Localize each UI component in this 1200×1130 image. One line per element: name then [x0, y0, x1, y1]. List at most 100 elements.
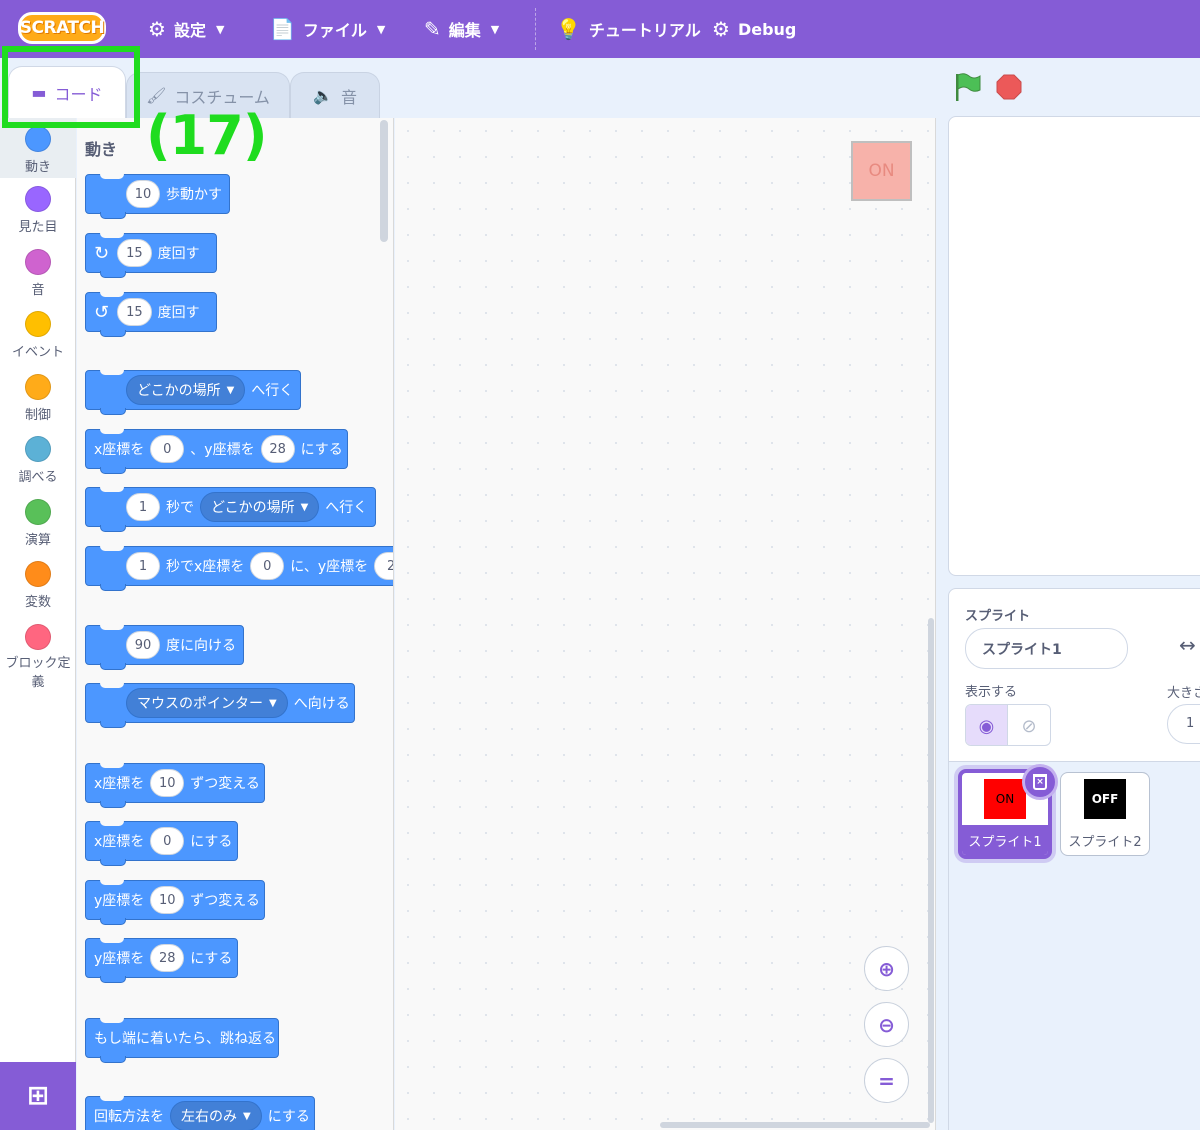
caret-down-icon: ▼ — [269, 697, 277, 709]
block-input[interactable]: 15 — [117, 239, 152, 267]
block-text: 秒でx座標を — [166, 559, 245, 575]
category-variables[interactable]: 変数 — [0, 561, 76, 610]
category-events[interactable]: イベント — [0, 311, 76, 360]
script-area-horizontal-scrollbar[interactable] — [660, 1122, 930, 1128]
block-glide-xy[interactable]: 1 秒でx座標を 0 に、y座標を 2 — [85, 546, 393, 591]
caret-down-icon: ▼ — [490, 22, 500, 36]
category-control[interactable]: 制御 — [0, 374, 76, 423]
delete-sprite-button[interactable]: × — [1022, 764, 1058, 800]
block-turn-right[interactable]: ↻ 15 度回す — [85, 233, 217, 278]
block-input[interactable]: 28 — [260, 435, 295, 463]
scratch-logo[interactable]: SCRATCH — [18, 12, 106, 44]
script-area-vertical-scrollbar[interactable] — [928, 618, 934, 1123]
add-extension-button[interactable]: ⊞ — [0, 1062, 76, 1130]
debug-label: Debug — [737, 19, 797, 39]
block-move-steps[interactable]: 10 歩動かす — [85, 174, 230, 219]
code-blocks-icon: ▬ — [31, 83, 47, 102]
sprite-name-input[interactable] — [965, 628, 1128, 669]
category-motion[interactable]: 動き — [0, 118, 76, 178]
block-input[interactable]: 10 — [126, 180, 160, 208]
block-input[interactable]: 90 — [126, 631, 160, 659]
category-looks[interactable]: 見た目 — [0, 186, 76, 235]
block-text: にする — [300, 442, 343, 458]
block-input[interactable]: 1 — [126, 552, 160, 580]
block-input[interactable]: 0 — [250, 552, 285, 580]
palette-scrollbar[interactable] — [380, 120, 388, 242]
lightbulb-icon: 💡 — [556, 17, 581, 41]
block-point-in-direction[interactable]: 90 度に向ける — [85, 625, 244, 670]
stop-icon[interactable] — [996, 74, 1022, 100]
tutorials-label: チュートリアル — [588, 21, 701, 40]
file-menu[interactable]: 📄 ファイル ▼ — [270, 0, 385, 58]
block-change-x[interactable]: x座標を 10 ずつ変える — [85, 763, 265, 808]
sprite-info-pane: スプライト ↔ 表示する 大きさ ◉ ⊘ 1 — [948, 588, 1200, 762]
sprite-thumbnail: ON — [984, 779, 1026, 819]
block-dropdown[interactable]: マウスのポインター ▼ — [126, 688, 288, 718]
category-label: 音 — [31, 283, 45, 298]
debug-gear-icon: ⚙ — [712, 17, 730, 41]
script-area[interactable]: ON ⊕ ⊖ = — [395, 118, 936, 1130]
hide-sprite-button[interactable]: ⊘ — [1008, 705, 1050, 745]
category-my-blocks[interactable]: ブロック定義 — [0, 624, 76, 692]
file-label: ファイル — [302, 21, 367, 40]
block-bounce-on-edge[interactable]: もし端に着いたら、跳ね返る — [85, 1018, 279, 1063]
block-go-to-xy[interactable]: x座標を 0 、y座標を 28 にする — [85, 429, 348, 474]
eye-slash-icon: ⊘ — [1021, 715, 1037, 737]
stage[interactable] — [948, 116, 1200, 576]
block-text: x座標を — [94, 442, 145, 458]
sprite-label: スプライト — [965, 609, 1031, 624]
block-set-x[interactable]: x座標を 0 にする — [85, 821, 238, 866]
tab-sounds-label: 音 — [340, 87, 357, 107]
block-input[interactable]: 10 — [150, 769, 185, 797]
block-go-to[interactable]: どこかの場所▼ へ行く — [85, 370, 301, 415]
tab-sounds[interactable]: 🔈 音 — [290, 72, 380, 118]
block-dropdown[interactable]: どこかの場所▼ — [200, 492, 320, 522]
settings-label: 設定 — [173, 21, 206, 40]
block-text: ずつ変える — [190, 893, 260, 909]
zoom-in-button[interactable]: ⊕ — [864, 946, 909, 991]
green-flag-icon[interactable] — [954, 72, 982, 102]
block-input[interactable]: 10 — [150, 886, 185, 914]
size-input[interactable]: 1 — [1167, 704, 1200, 744]
dropdown-label: マウスのポインター — [137, 696, 263, 712]
block-input[interactable]: 28 — [150, 944, 185, 972]
block-change-y[interactable]: y座標を 10 ずつ変える — [85, 880, 265, 925]
block-input[interactable]: 0 — [150, 435, 185, 463]
show-sprite-button[interactable]: ◉ — [966, 705, 1009, 745]
block-text: y座標を — [94, 893, 145, 909]
category-menu: 動き 見た目 音 イベント 制御 調べる 演算 変数 ブロック定義 — [0, 118, 76, 1130]
block-text: 歩動かす — [166, 187, 222, 203]
zoom-out-button[interactable]: ⊖ — [864, 1002, 909, 1047]
block-dropdown[interactable]: どこかの場所▼ — [126, 375, 246, 405]
tutorials-button[interactable]: 💡 チュートリアル — [556, 0, 701, 58]
block-turn-left[interactable]: ↺ 15 度回す — [85, 292, 217, 337]
file-icon: 📄 — [270, 17, 295, 41]
block-text: x座標を — [94, 834, 145, 850]
block-glide-to[interactable]: 1 秒で どこかの場所▼ へ行く — [85, 487, 376, 532]
category-sound[interactable]: 音 — [0, 249, 76, 298]
block-point-towards[interactable]: マウスのポインター▼ へ向ける — [85, 683, 355, 728]
block-input[interactable]: 0 — [150, 827, 185, 855]
tab-code[interactable]: ▬ コード — [8, 66, 126, 118]
block-dropdown[interactable]: 左右のみ▼ — [170, 1101, 262, 1130]
block-set-rotation-style[interactable]: 回転方法を 左右のみ▼ にする — [85, 1096, 315, 1130]
settings-menu[interactable]: ⚙ 設定 ▼ — [148, 0, 224, 58]
tab-costumes[interactable]: 🖌 コスチューム — [126, 72, 290, 118]
edit-menu[interactable]: ✎ 編集 ▼ — [424, 0, 499, 58]
caret-down-icon: ▼ — [215, 22, 225, 36]
block-input[interactable]: 2 — [374, 552, 393, 580]
zoom-reset-button[interactable]: = — [864, 1058, 909, 1103]
block-set-y[interactable]: y座標を 28 にする — [85, 938, 238, 983]
visibility-toggle-group: ◉ ⊘ — [965, 704, 1051, 746]
block-text: 度回す — [157, 246, 200, 262]
debug-button[interactable]: ⚙ Debug — [712, 0, 796, 58]
sprite-tile-2[interactable]: OFF スプライト2 — [1060, 772, 1150, 856]
block-input[interactable]: 15 — [117, 298, 152, 326]
block-text: へ行く — [251, 383, 294, 399]
category-operators[interactable]: 演算 — [0, 499, 76, 548]
dropdown-label: どこかの場所 — [137, 383, 221, 399]
category-label: 見た目 — [18, 220, 58, 235]
category-sensing[interactable]: 調べる — [0, 436, 76, 485]
block-text: 度回す — [157, 305, 200, 321]
block-input[interactable]: 1 — [126, 493, 160, 521]
